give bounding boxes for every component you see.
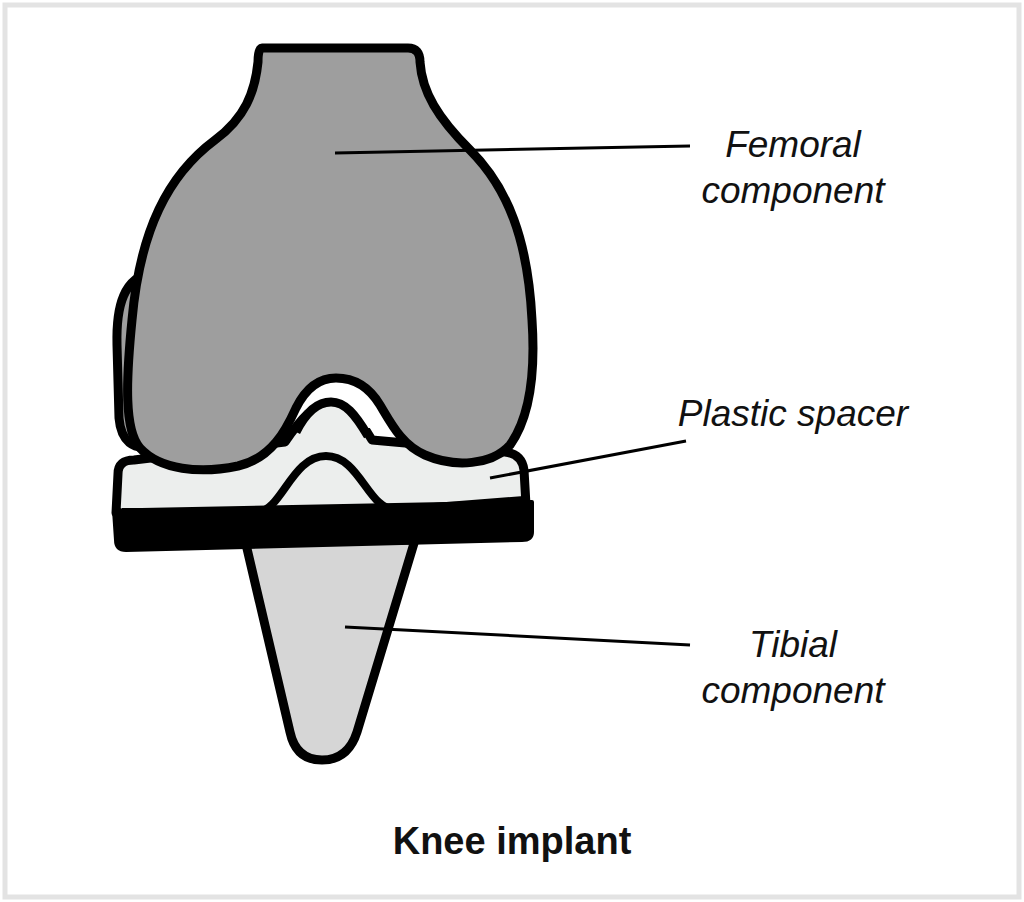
leader-line [345, 627, 690, 645]
frame-border [5, 5, 1019, 897]
tibial-stem [245, 540, 415, 760]
part-label: Plastic spacer [673, 391, 913, 437]
part-label: Tibial component [673, 622, 913, 714]
caption: Knee implant [0, 818, 1024, 864]
part-label: Femoral component [673, 122, 913, 214]
spacer-post [296, 402, 368, 436]
femoral-component [128, 48, 533, 470]
leader-line [335, 146, 690, 153]
leader-line [490, 441, 686, 478]
